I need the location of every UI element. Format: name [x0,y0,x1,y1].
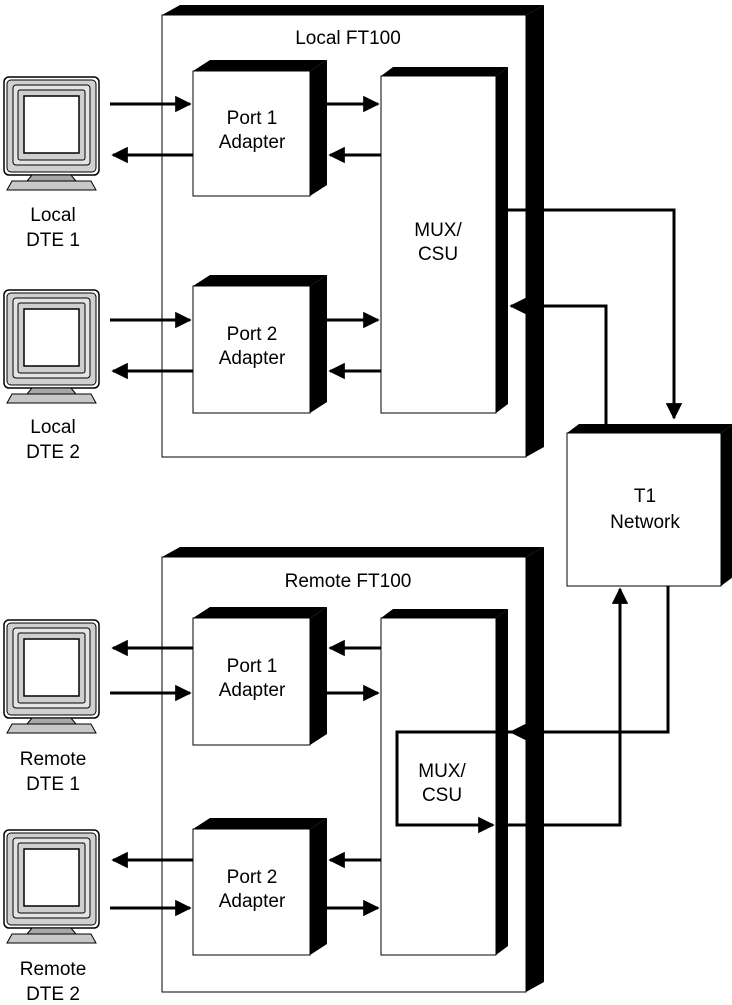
remote-mux-label-line1: MUX/ [418,761,466,782]
remote-dte1-monitor-icon [3,619,100,734]
t1-network-label-line1: T1 [634,486,656,507]
local-port1-label-line2: Adapter [219,132,286,153]
local-dte1-monitor-icon [3,76,100,191]
remote-ft100-title: Remote FT100 [285,571,412,592]
remote-mux-csu: MUX/ CSU [380,609,508,956]
remote-port2-label-line2: Adapter [219,891,286,912]
remote-dte2-label-line1: Remote [20,959,87,980]
remote-port2-label-line1: Port 2 [227,867,278,888]
remote-port2-adapter: Port 2 Adapter [192,818,327,956]
local-dte2-label-line1: Local [30,417,75,438]
local-port1-adapter: Port 1 Adapter [192,60,327,197]
local-port1-label-line1: Port 1 [227,108,278,129]
remote-mux-label-line2: CSU [422,785,462,806]
local-dte1-label-line1: Local [30,205,75,226]
arrow-t1-to-remote-mux [509,586,670,741]
local-ft100-title: Local FT100 [295,28,401,49]
t1-network-label-line2: Network [610,512,680,533]
arrow-t1-to-local-mux [509,297,608,433]
remote-dte1-label-line2: DTE 1 [26,774,80,795]
remote-port1-label-line2: Adapter [219,680,286,701]
local-mux-label-line2: CSU [418,244,458,265]
remote-dte2-monitor-icon [3,829,100,944]
remote-port1-label-line1: Port 1 [227,656,278,677]
local-port2-label-line1: Port 2 [227,324,278,345]
remote-mux-internal-loop [395,730,511,834]
local-port2-adapter: Port 2 Adapter [192,275,327,414]
remote-port1-adapter: Port 1 Adapter [192,607,327,746]
local-port2-label-line2: Adapter [219,348,286,369]
local-arrows [110,95,683,433]
remote-arrows [110,586,670,917]
arrow-local-mux-to-t1 [508,208,683,420]
local-mux-label-line1: MUX/ [414,220,462,241]
t1-network: T1 Network [566,424,732,587]
local-dte1-label-line2: DTE 1 [26,230,80,251]
local-dte2-monitor-icon [3,289,100,404]
remote-dte1-label-line1: Remote [20,749,87,770]
remote-dte2-label-line2: DTE 2 [26,984,80,1005]
local-mux-csu: MUX/ CSU [380,67,508,414]
local-dte2-label-line2: DTE 2 [26,442,80,463]
arrow-remote-mux-to-t1 [498,587,629,827]
